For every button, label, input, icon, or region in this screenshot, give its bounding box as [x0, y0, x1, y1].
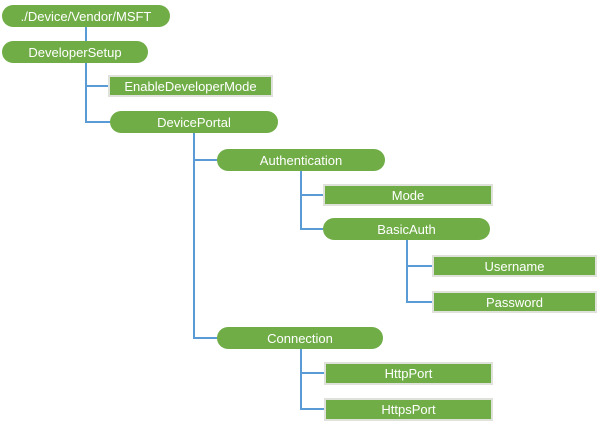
tree-node-developersetup: DeveloperSetup — [2, 41, 148, 63]
connector-developersetup-enabledevelopermode — [85, 85, 108, 87]
connector-developersetup-trunk — [85, 63, 87, 123]
tree-node-httpport: HttpPort — [324, 362, 493, 385]
connector-developersetup-deviceportal — [85, 121, 110, 123]
tree-node-mode: Mode — [323, 184, 493, 206]
connector-authentication-mode — [300, 194, 323, 196]
connector-authentication-trunk — [300, 171, 302, 230]
tree-node-authentication: Authentication — [217, 149, 385, 171]
connector-deviceportal-authentication — [193, 159, 217, 161]
connector-basicauth-trunk — [406, 240, 408, 303]
tree-node-httpsport: HttpsPort — [324, 398, 493, 421]
tree-node-enabledevelopermode: EnableDeveloperMode — [108, 75, 273, 97]
connector-connection-trunk — [300, 349, 302, 410]
tree-node-username: Username — [432, 255, 597, 277]
tree-node-password: Password — [432, 291, 597, 313]
connector-connection-httpport — [300, 372, 324, 374]
connector-deviceportal-trunk — [193, 133, 195, 339]
tree-node-connection: Connection — [217, 327, 383, 349]
connector-connection-httpsport — [300, 408, 324, 410]
tree-node-msft: ./Device/Vendor/MSFT — [2, 5, 170, 27]
tree-node-basicauth: BasicAuth — [323, 218, 490, 240]
connector-authentication-basicauth — [300, 228, 323, 230]
connector-deviceportal-connection — [193, 337, 217, 339]
connector-basicauth-password — [406, 301, 432, 303]
connector-basicauth-username — [406, 265, 432, 267]
tree-node-deviceportal: DevicePortal — [110, 111, 278, 133]
connector-msft-developersetup — [85, 27, 87, 41]
